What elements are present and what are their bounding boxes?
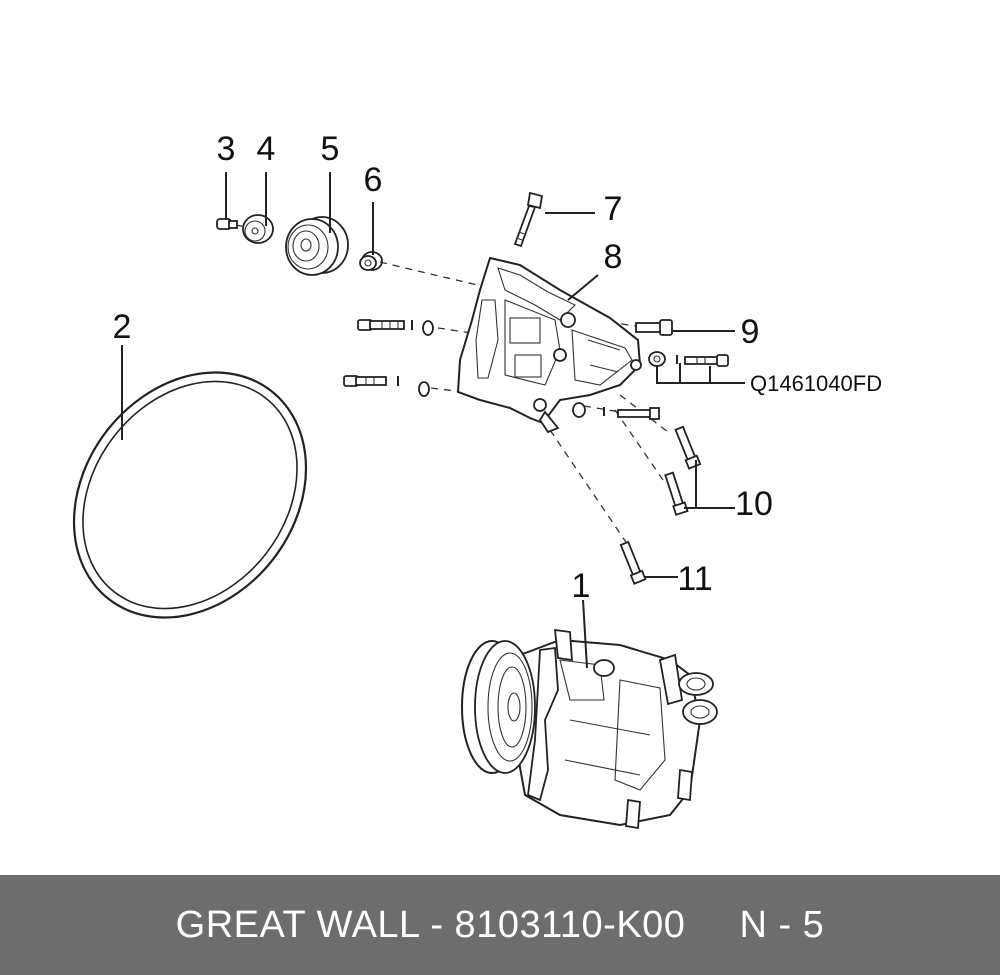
callout-1: 1 <box>572 567 591 605</box>
bolt-11 <box>619 540 647 585</box>
mid-washer-bolt <box>572 402 660 420</box>
callout-10: 10 <box>735 485 773 523</box>
callout-3: 3 <box>217 130 236 168</box>
callout-5: 5 <box>321 130 340 168</box>
left-bolt-lower <box>343 375 430 397</box>
left-bolt-upper <box>357 319 434 336</box>
compressor-bracket <box>456 256 642 434</box>
parts-diagram: 2 3 4 5 6 7 8 9 10 11 1 Q1461040FD <box>72 130 882 830</box>
callout-4: 4 <box>257 130 276 168</box>
brand-part-number: GREAT WALL - 8103110-K00 <box>175 903 686 946</box>
page-index: N - 5 <box>739 903 825 946</box>
footer-text: GREAT WALL - 8103110-K00 N - 5 <box>176 904 825 947</box>
callout-11: 11 <box>677 560 712 598</box>
callout-7: 7 <box>604 190 623 228</box>
bracket-bolt-9 <box>635 319 673 336</box>
bolts-10 <box>664 425 702 516</box>
drive-belt <box>72 371 308 619</box>
long-bolt <box>513 191 544 248</box>
callout-9: 9 <box>741 313 760 351</box>
pulley-bolt <box>216 218 238 230</box>
pulley-cap <box>242 214 274 244</box>
callout-8: 8 <box>604 238 623 276</box>
spacer-bush <box>359 251 383 271</box>
footer-bar: GREAT WALL - 8103110-K00 N - 5 <box>0 875 1000 975</box>
ac-compressor <box>461 628 718 830</box>
right-washer-bolt <box>648 351 729 367</box>
callout-6: 6 <box>364 161 383 199</box>
part-code-label: Q1461040FD <box>750 371 882 396</box>
callout-2: 2 <box>113 308 132 346</box>
idler-pulley <box>285 216 349 276</box>
leader-lines <box>121 172 745 669</box>
